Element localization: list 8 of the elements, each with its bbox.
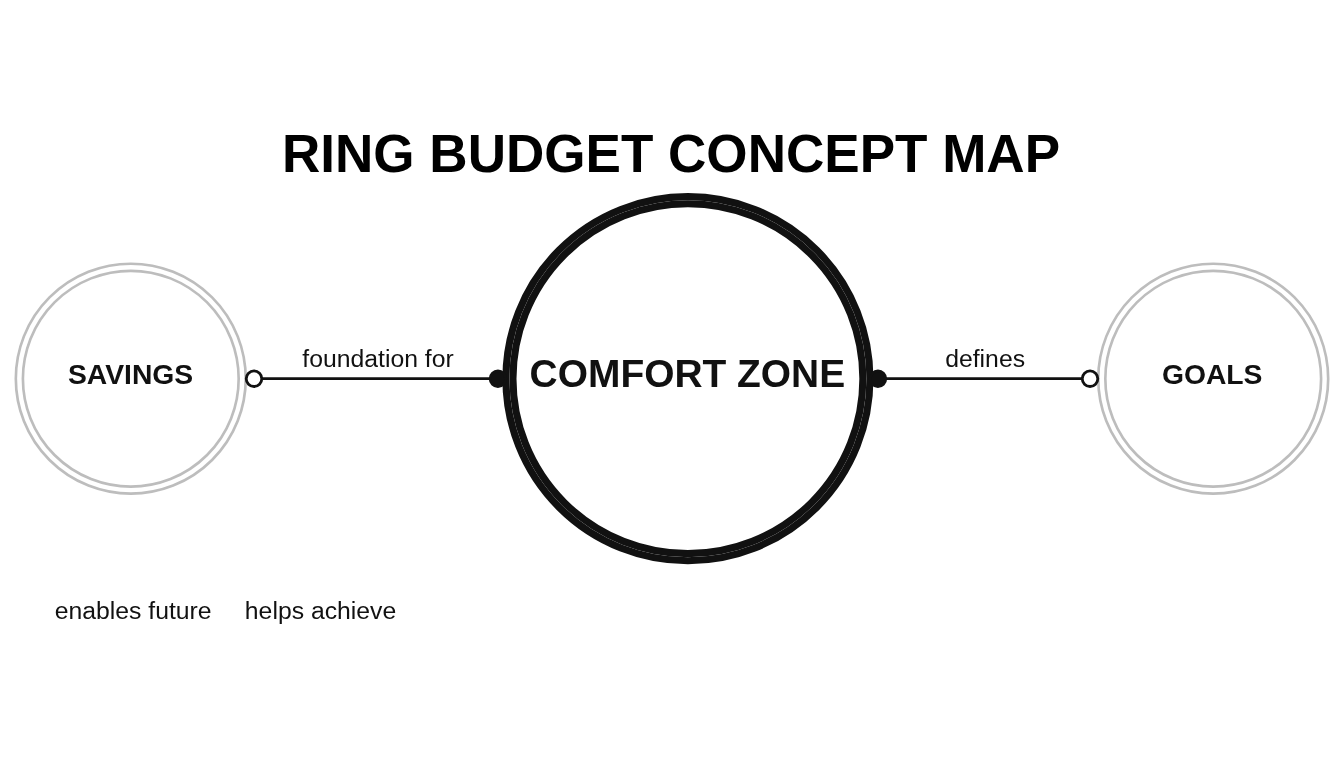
edge-label: defines xyxy=(945,344,1026,372)
node-circle: SAVINGS xyxy=(14,262,248,495)
label: enables future xyxy=(54,596,212,624)
node-circle: COMFORT ZONE xyxy=(502,193,874,565)
edge-label: foundation for xyxy=(302,344,454,372)
diagram-title: RING BUDGET CONCEPT MAP xyxy=(282,123,1061,183)
node-circle: GOALS xyxy=(1096,262,1330,495)
label: helps achieve xyxy=(244,596,397,624)
